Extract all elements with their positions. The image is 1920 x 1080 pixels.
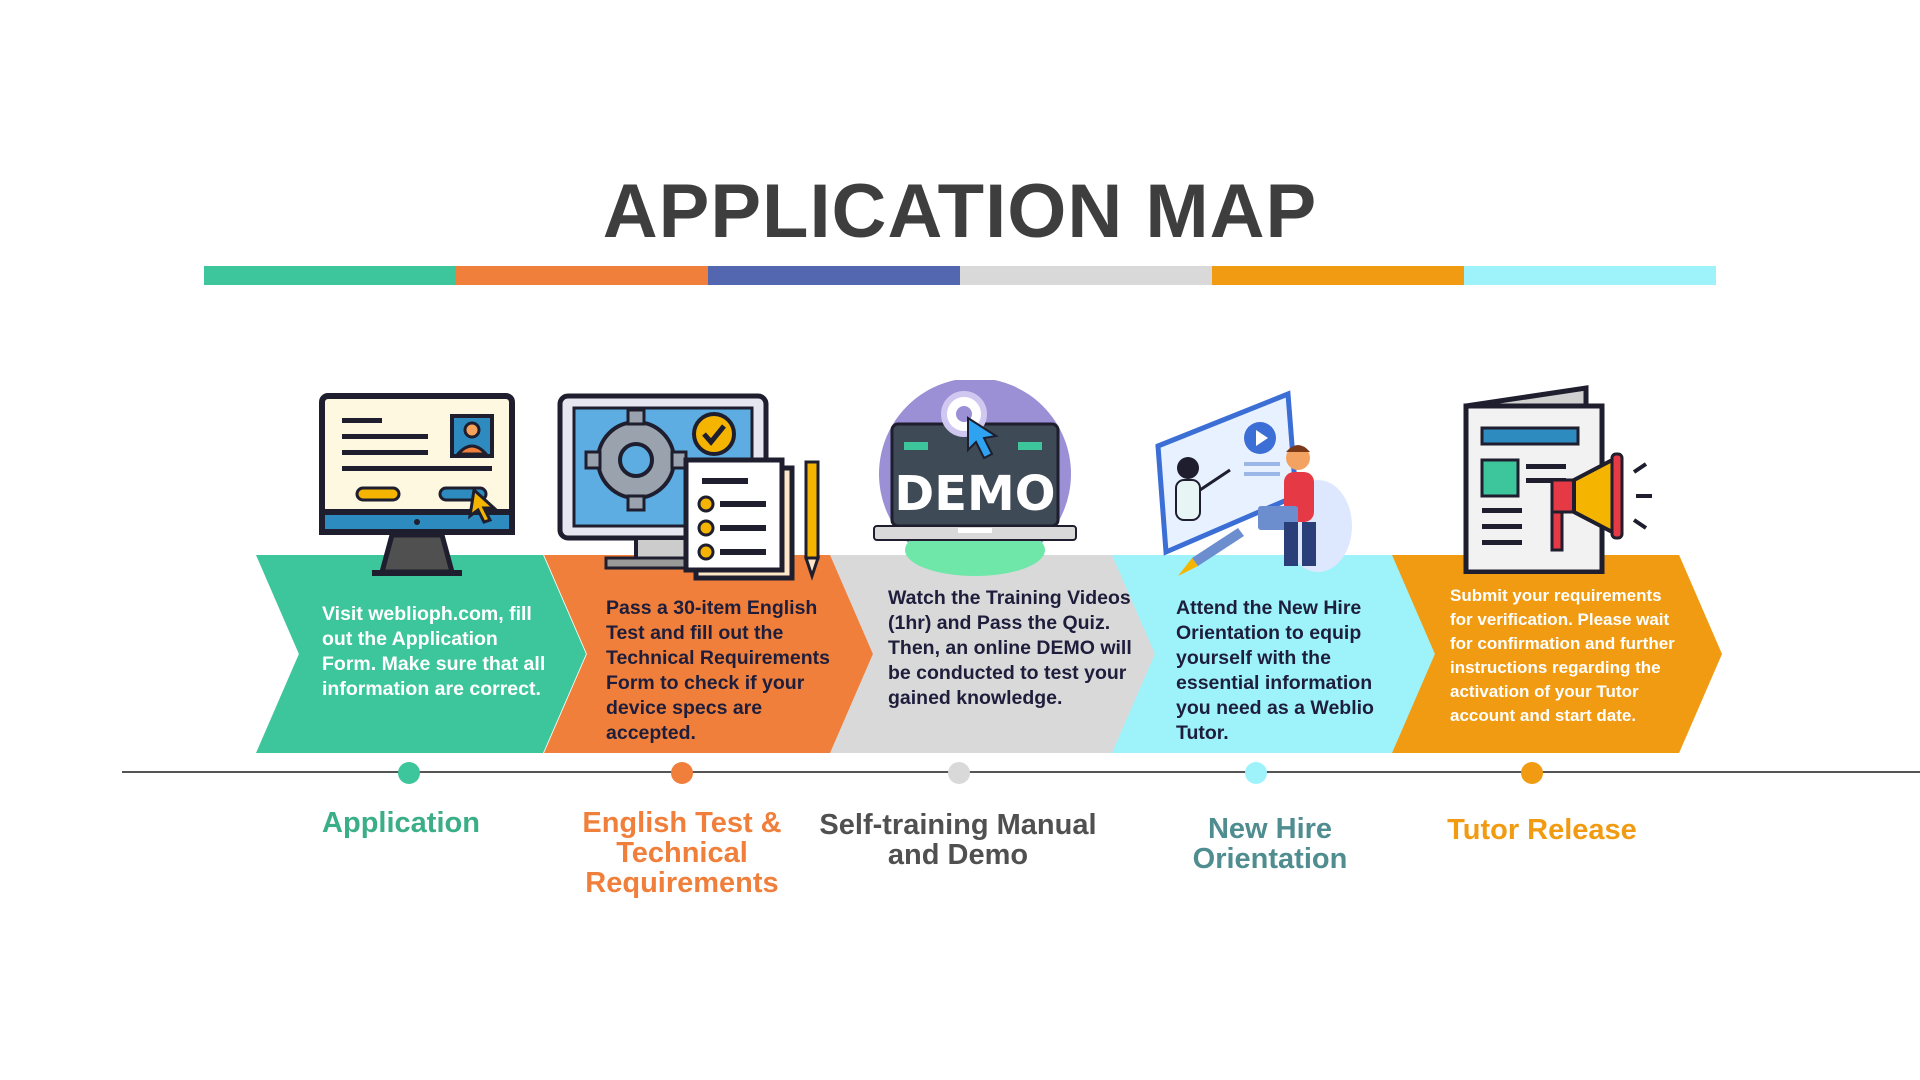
step-1-chevron [256, 555, 586, 753]
color-bar-segment-2 [456, 266, 708, 285]
color-bar [204, 266, 1716, 285]
online-orientation-icon [1148, 386, 1358, 586]
color-bar-segment-5 [1212, 266, 1464, 285]
step-2-label: English Test & Technical Requirements [582, 807, 782, 899]
color-bar-segment-4 [960, 266, 1212, 285]
step-4-timeline-dot [1245, 762, 1267, 784]
step-4-chevron [1112, 555, 1442, 753]
newspaper-megaphone-icon [1456, 384, 1668, 574]
step-5-label: Tutor Release [1447, 814, 1637, 846]
color-bar-segment-6 [1464, 266, 1716, 285]
color-bar-segment-1 [204, 266, 456, 285]
application-form-monitor-icon [312, 390, 522, 580]
step-5-description: Submit your requirements for verificatio… [1450, 586, 1675, 725]
step-4-description: Attend the New Hire Orientation to equip… [1176, 597, 1374, 744]
step-3-timeline-dot [948, 762, 970, 784]
timeline-line [122, 771, 1920, 773]
color-bar-segment-3 [708, 266, 960, 285]
step-2-timeline-dot [671, 762, 693, 784]
step-3-description: Watch the Training Videos (1hr) and Pass… [888, 587, 1132, 709]
step-1-timeline-dot [398, 762, 420, 784]
demo-laptop-icon: DEMO [868, 380, 1082, 580]
step-4-label: New Hire Orientation [1192, 813, 1348, 875]
step-2-description: Pass a 30-item English Test and fill out… [606, 597, 830, 744]
step-5-timeline-dot [1521, 762, 1543, 784]
step-3-label: Self-training Manual and Demo [819, 809, 1097, 871]
gear-monitor-checklist-icon [556, 392, 832, 582]
step-2-chevron [544, 555, 874, 753]
step-5-chevron [1392, 555, 1722, 753]
demo-icon-text: DEMO [894, 466, 1055, 522]
step-3-chevron [830, 555, 1160, 753]
step-1-description: Visit weblioph.com, fill out the Applica… [322, 603, 546, 700]
page-title: APPLICATION MAP [602, 169, 1318, 254]
step-1-label: Application [322, 807, 480, 839]
